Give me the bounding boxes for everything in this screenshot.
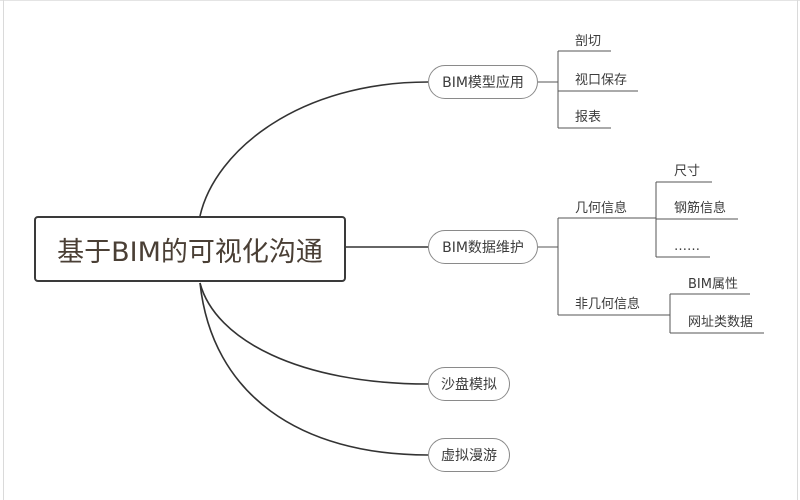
topic-label: BIM数据维护 (442, 240, 524, 256)
frame-left-edge (3, 0, 4, 500)
connector-data-children (538, 218, 559, 315)
subtopic-size[interactable]: 尺寸 (674, 164, 701, 179)
connector-root-to-sandbox (199, 282, 429, 385)
topic-sandbox-simulation[interactable]: 沙盘模拟 (428, 367, 510, 401)
connector-root-to-roaming (199, 282, 429, 456)
topic-bim-model-application[interactable]: BIM模型应用 (428, 65, 538, 99)
root-topic[interactable]: 基于BIM的可视化沟通 (34, 216, 346, 282)
subtopic-bim-attributes[interactable]: BIM属性 (688, 277, 738, 292)
subtopic-nongeometry-info[interactable]: 非几何信息 (575, 297, 641, 312)
subtopic-viewport-save[interactable]: 视口保存 (575, 73, 628, 88)
subtopic-report[interactable]: 报表 (575, 110, 602, 125)
topic-label: 虚拟漫游 (441, 448, 497, 464)
connector-root-to-model (199, 81, 429, 217)
frame-right-edge (797, 0, 798, 500)
subtopic-geometry-info[interactable]: 几何信息 (575, 201, 628, 216)
topic-virtual-roaming[interactable]: 虚拟漫游 (428, 438, 510, 472)
connector-model-children (538, 51, 559, 128)
root-topic-label: 基于BIM的可视化沟通 (57, 236, 323, 268)
subtopic-ellipsis[interactable]: …… (674, 239, 700, 254)
subtopic-rebar-info[interactable]: 钢筋信息 (674, 201, 727, 216)
topic-bim-data-maintenance[interactable]: BIM数据维护 (428, 230, 538, 264)
subtopic-url-data[interactable]: 网址类数据 (688, 315, 754, 330)
subtopic-section[interactable]: 剖切 (575, 34, 602, 49)
frame-top-edge (0, 0, 800, 1)
topic-label: BIM模型应用 (442, 75, 524, 91)
topic-label: 沙盘模拟 (441, 377, 497, 393)
